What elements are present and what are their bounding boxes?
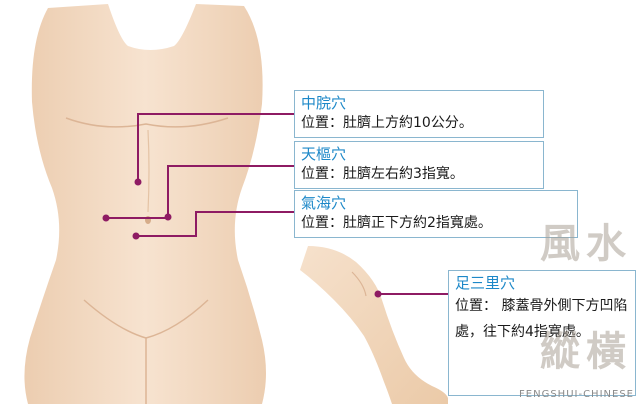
watermark-logo-char: 水 bbox=[586, 220, 626, 267]
acupoint-name: 中脘穴 bbox=[301, 94, 347, 112]
point-marker-zusanli bbox=[374, 290, 382, 298]
label-box-zhongwan: 中脘穴 位置：肚臍上方約10公分。 bbox=[294, 90, 544, 138]
abdomen-midline bbox=[147, 129, 150, 213]
chest-contour bbox=[65, 117, 229, 128]
watermark-logo-char: 橫 bbox=[586, 328, 626, 375]
label-box-zusanli: 足三里穴 位置： 膝蓋骨外側下方凹陷處，往下約4指寬處。 bbox=[448, 270, 636, 396]
point-marker-qihai bbox=[132, 232, 140, 240]
watermark-logo-char: 縱 bbox=[540, 328, 580, 375]
point-marker-tianshu-left bbox=[102, 214, 110, 222]
acupoint-location: 位置： 膝蓋骨外側下方凹陷處，往下約4指寬處。 bbox=[455, 298, 628, 340]
acupoint-name: 氣海穴 bbox=[301, 194, 347, 212]
acupoint-name: 足三里穴 bbox=[455, 274, 516, 292]
point-marker-tianshu-right bbox=[164, 213, 172, 221]
knee-contour bbox=[351, 271, 367, 297]
leader-line-qihai bbox=[136, 211, 294, 237]
leg-silhouette bbox=[300, 246, 448, 404]
label-box-tianshu: 天樞穴 位置：肚臍左右約3指寬。 bbox=[294, 141, 544, 189]
point-marker-zhongwan bbox=[134, 178, 142, 186]
acupoint-location: 位置：肚臍正下方約2指寬處。 bbox=[301, 215, 492, 231]
watermark-url: FENGSHUI-CHINESE bbox=[519, 389, 634, 400]
torso-silhouette bbox=[24, 4, 267, 404]
watermark-logo-char: 風 bbox=[540, 220, 580, 267]
acupoint-location: 位置：肚臍左右約3指寬。 bbox=[301, 166, 464, 182]
leader-line-zhongwan bbox=[137, 113, 294, 182]
leader-line-tianshu bbox=[167, 165, 294, 216]
acupoint-location: 位置：肚臍上方約10公分。 bbox=[301, 115, 473, 131]
label-box-qihai: 氣海穴 位置：肚臍正下方約2指寬處。 bbox=[294, 190, 578, 238]
acupoint-name: 天樞穴 bbox=[301, 145, 347, 163]
